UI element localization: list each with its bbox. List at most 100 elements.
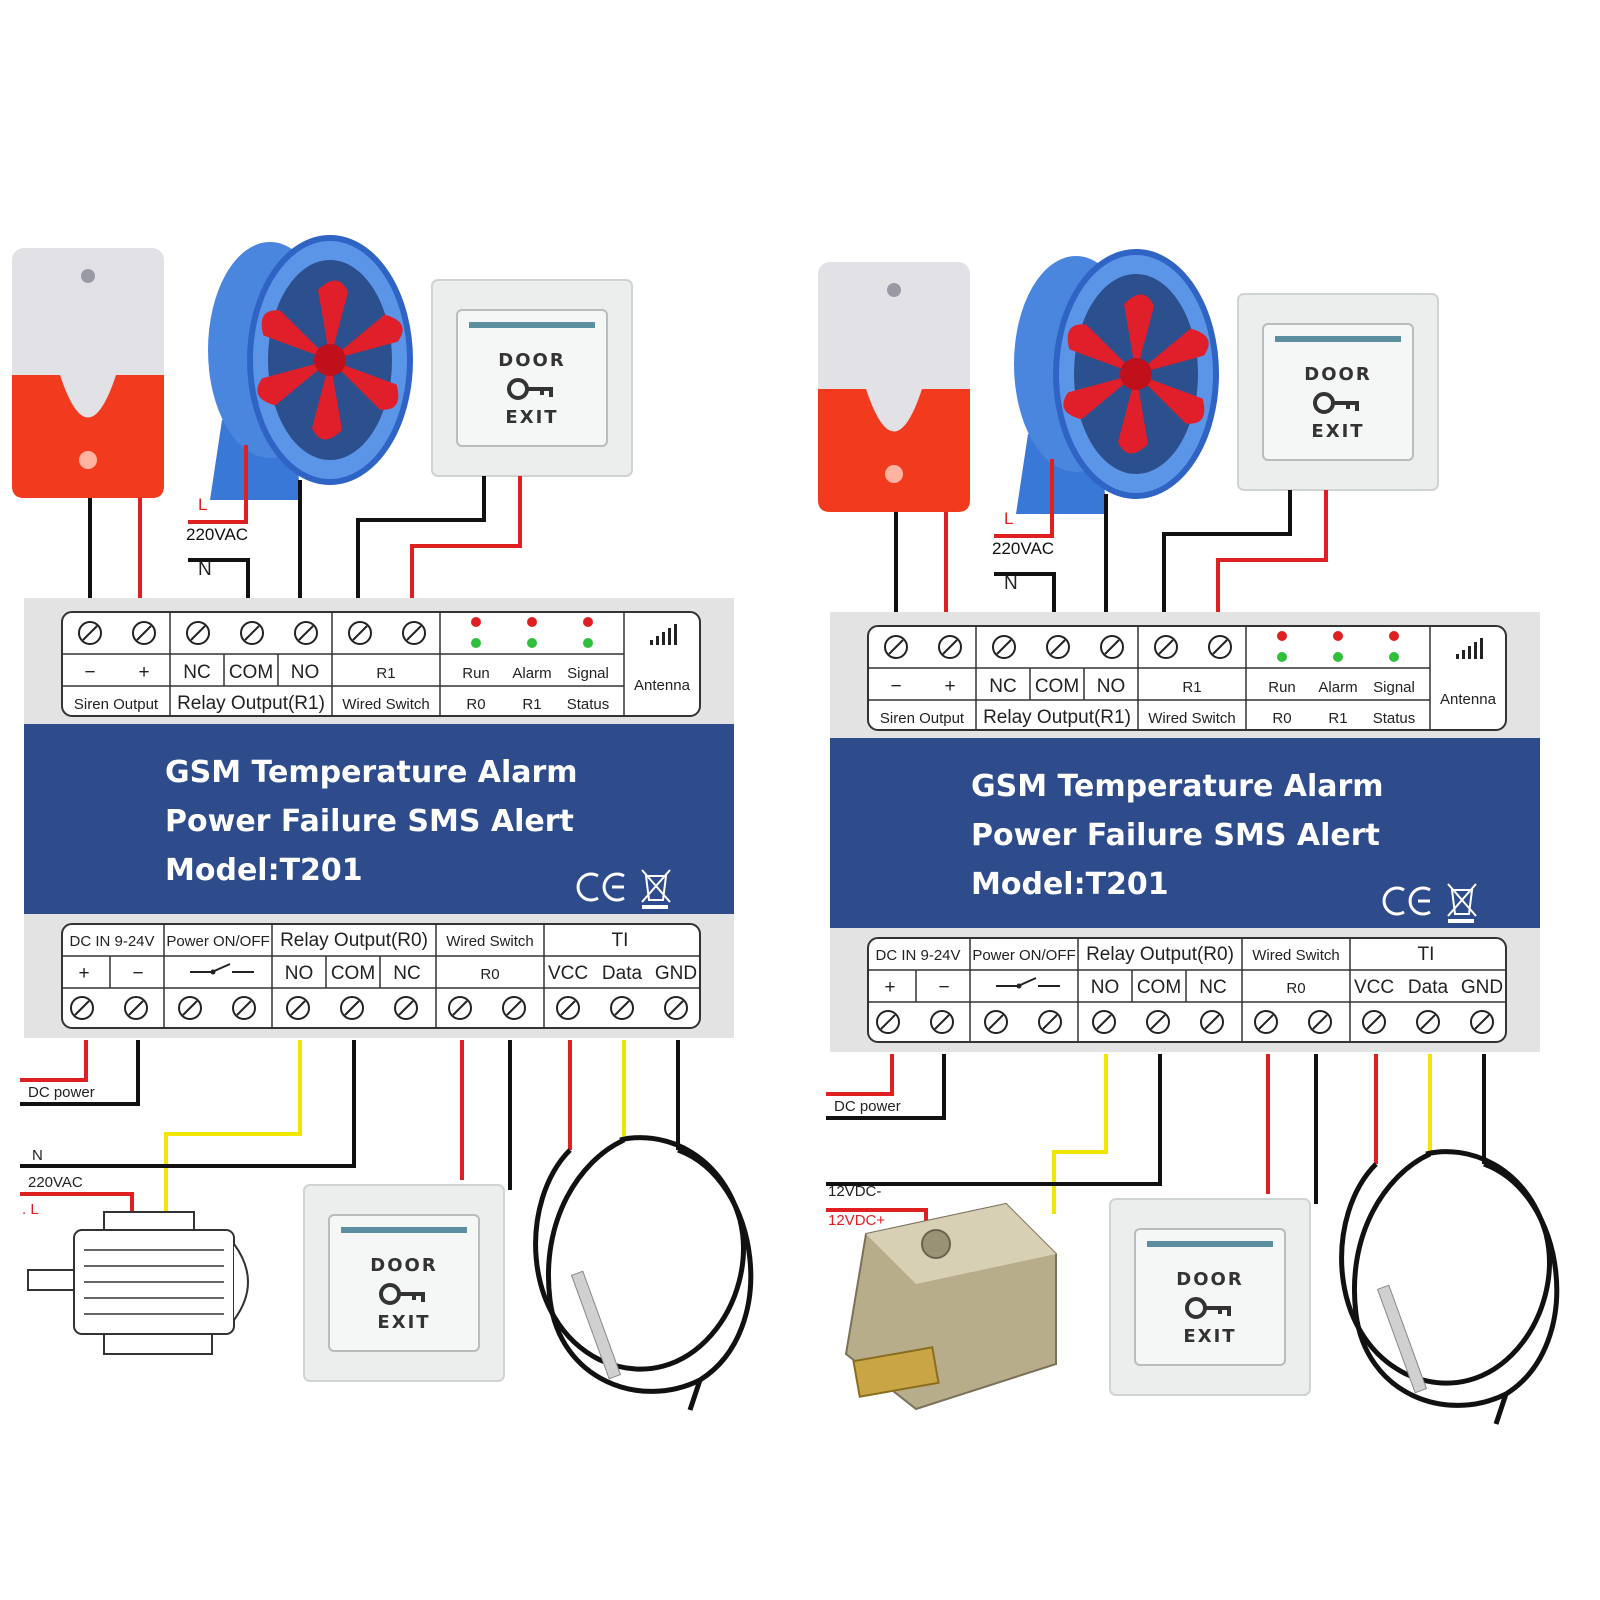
siren-icon [12,248,164,498]
model-label: Model:T201 [971,867,1169,902]
screw-terminal [876,1010,900,1034]
door-label: DOOR [370,1255,437,1276]
screw-slot [1158,639,1174,655]
screw-slot [1050,639,1066,655]
screw-terminal [1154,635,1178,659]
screw-slot [1042,1014,1058,1030]
screw-slot [934,1014,950,1030]
motor-cap [233,1243,249,1321]
title-line-1: GSM Temperature Alarm [971,769,1384,804]
probe-tip [1376,1284,1428,1394]
screw-terminal [70,996,94,1020]
wire [1216,490,1328,624]
screw-slot [298,625,314,641]
door-exit-stripe [469,322,595,328]
siren-plus-label: + [138,662,149,683]
siren-minus-label: − [890,676,901,697]
screw-terminal [394,996,418,1020]
led-red [1389,631,1399,641]
screw-slot [352,625,368,641]
temperature-probe-icon [1339,1149,1560,1425]
screw-slot [996,639,1012,655]
wire [356,476,486,610]
screw-terminal [448,996,472,1020]
door-exit-stripe [1147,1241,1273,1247]
signal-bar-icon [656,636,659,645]
probe-cable [1339,1149,1552,1386]
r1-no-label: NO [291,662,320,683]
title-line-1: GSM Temperature Alarm [165,755,578,790]
relay-output-r0-label: Relay Output(R0) [280,930,428,951]
motor-shaft [27,1269,75,1291]
signal-bar-icon [1462,650,1465,659]
bin-bar [642,905,668,909]
led-green [471,638,481,648]
screw-slot [1312,1014,1328,1030]
exit-label: EXIT [1183,1326,1236,1347]
screw-slot [128,1000,144,1016]
label-220vac: 220VAC [992,539,1054,558]
screw-terminal [984,1010,1008,1034]
screw-terminal [1416,1010,1440,1034]
screw-slot [668,1000,684,1016]
door-exit-stripe [1275,336,1401,342]
door-label: DOOR [498,350,565,371]
dc-plus-label: + [78,963,89,984]
ce-e [1408,886,1431,916]
screw-terminal [1470,1010,1494,1034]
bottom-terminal-block [61,923,701,1029]
lock-top [866,1204,1056,1284]
screw-slot [244,625,260,641]
probe-tail [687,1379,703,1411]
screw-terminal [1100,635,1124,659]
wire [188,445,248,524]
fan-blade [318,280,348,360]
screw-slot [290,1000,306,1016]
relay-output-r1-label: Relay Output(R1) [983,707,1131,728]
wired-switch-top-label: Wired Switch [342,696,430,713]
r0-label: R0 [480,966,499,983]
led-red [583,617,593,627]
screw-terminal [1146,1010,1170,1034]
screw-slot [888,639,904,655]
ce-c [576,872,599,902]
door-exit-button [1262,323,1414,461]
top-terminal-block [867,625,1507,731]
door-exit-button [328,1214,480,1352]
switch-dot [1016,983,1022,989]
led-green [1333,652,1343,662]
siren-output-label: Siren Output [880,710,965,727]
temperature-probe-icon [533,1135,754,1411]
vcc-label: VCC [1354,977,1394,998]
siren-glow [79,451,97,469]
screw-slot [74,1000,90,1016]
screw-terminal [186,621,210,645]
screw-terminal [938,635,962,659]
data-label: Data [602,963,643,984]
screw-slot [1150,1014,1166,1030]
power-onoff-label: Power ON/OFF [166,933,269,950]
motor-base [103,1333,213,1355]
ti-label: TI [1418,944,1435,965]
signal-bar-icon [662,632,665,645]
door-label: DOOR [1176,1269,1243,1290]
door-exit-stripe [341,1227,467,1233]
screw-terminal [340,996,364,1020]
bottom-terminal-block [867,937,1507,1043]
label-12vdc-minus: 12VDC- [828,1183,881,1200]
power-onoff-label: Power ON/OFF [972,947,1075,964]
fan-hub [314,344,346,376]
wire [188,558,250,610]
led-signal-label: Signal [567,665,609,682]
screw-slot [942,639,958,655]
wire [1162,490,1292,624]
led-green [583,638,593,648]
relay-output-r1-label: Relay Output(R1) [177,693,325,714]
dc-minus-label: − [938,977,949,998]
screw-terminal [124,996,148,1020]
led-status-label: Status [1373,710,1416,727]
data-label: Data [1408,977,1449,998]
